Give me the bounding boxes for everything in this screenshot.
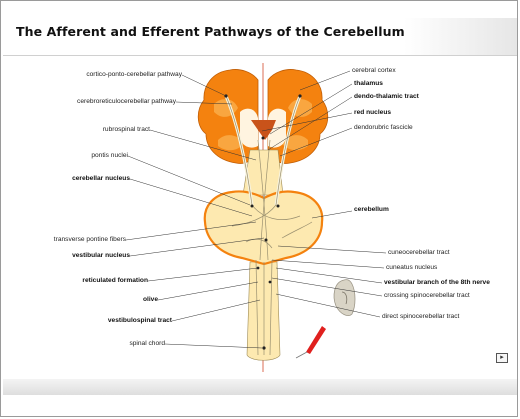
label-thalamus: thalamus (354, 80, 383, 88)
label-direct-spinocerebellar-tract: direct spinocerebellar tract (382, 313, 459, 321)
bottom-bar (3, 379, 517, 395)
label-red-nucleus: red nucleus (354, 109, 391, 117)
label-cerebral-cortex: cerebral cortex (352, 67, 396, 75)
spinal-cord (247, 262, 280, 360)
label-cuneocerebellar-tract: cuneocerebellar tract (388, 249, 450, 257)
label-transverse-pontine-fibers: transverse pontine fibers (54, 236, 126, 244)
label-vestibular-branch-8th-nerve: vestibular branch of the 8th nerve (384, 279, 490, 287)
next-slide-button[interactable]: ▸ (496, 353, 508, 363)
label-dendorubric-fascicle: dendorubric fascicle (354, 124, 413, 132)
label-vestibulospinal-tract: vestibulospinal tract (108, 317, 172, 325)
label-cuneatus-nucleus: cuneatus nucleus (386, 264, 437, 272)
label-rubrospinal-tract: rubrospinal tract (103, 126, 150, 134)
label-dendo-thalamic-tract: dendo-thalamic tract (354, 93, 419, 101)
label-pontis-nuclei: pontis nuclei (91, 152, 128, 160)
label-crossing-spinocerebellar-tract: crossing spinocerebellar tract (384, 292, 470, 300)
label-cerebellum: cerebellum (354, 206, 389, 214)
label-spinal-chord: spinal chord (129, 340, 165, 348)
label-cortico-ponto-cerebellar-pathway: cortico-ponto-cerebellar pathway (86, 71, 182, 79)
needle-icon (296, 326, 326, 358)
label-cerebellar-nucleus: cerebellar nucleus (72, 175, 130, 183)
label-cerebroreticulocerebellar-pathway: cerebroreticulocerebellar pathway (77, 98, 176, 106)
label-vestibular-nucleus: vestibular nucleus (72, 252, 130, 260)
ear-illustration (334, 280, 355, 316)
play-icon: ▸ (500, 354, 504, 361)
label-olive: olive (143, 296, 158, 304)
label-reticulated-formation: reticulated formation (82, 277, 148, 285)
cerebellum (205, 191, 322, 264)
